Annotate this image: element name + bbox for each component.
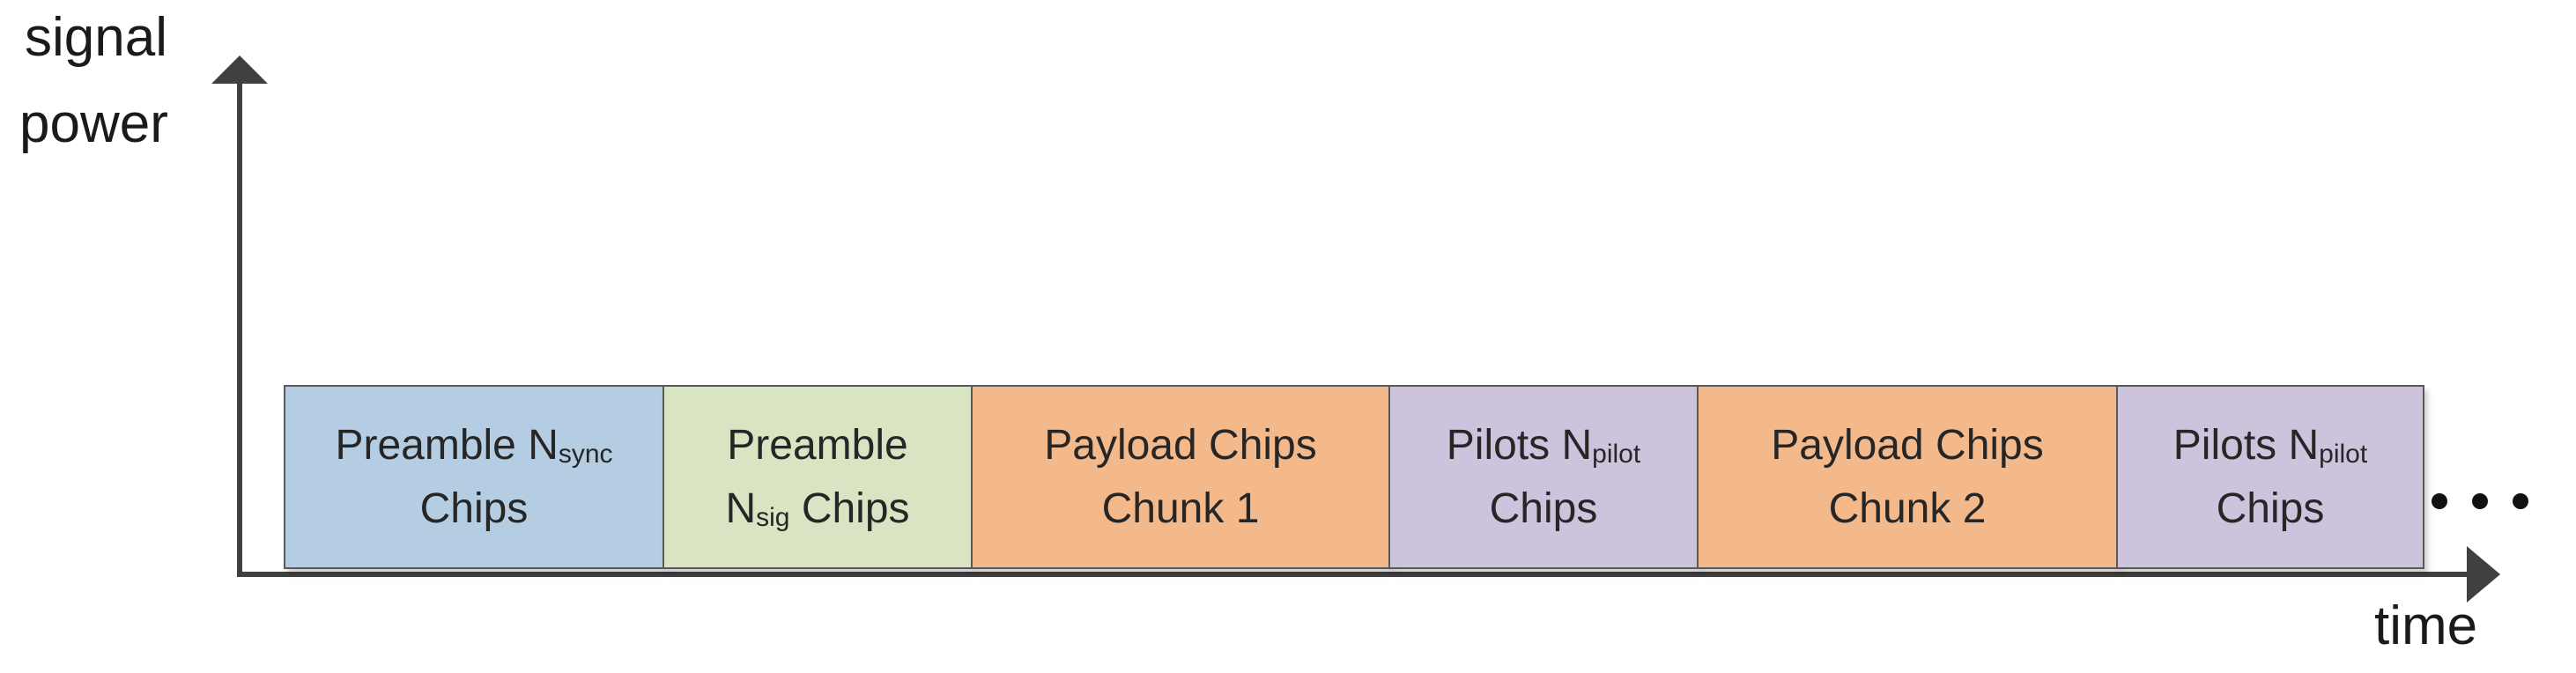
- block-payload-chunk-1: Payload Chips Chunk 1: [971, 385, 1390, 569]
- frame-structure: Preamble Nsync Chips Preamble Nsig Chips…: [284, 385, 2424, 569]
- block-line-1: Preamble Nsync: [335, 421, 613, 469]
- y-axis-arrowhead: [211, 55, 268, 84]
- block-line-2: Chunk 1: [1101, 484, 1260, 532]
- block-pilots-2: Pilots Npilot Chips: [2116, 385, 2424, 569]
- block-pilots-1: Pilots Npilot Chips: [1388, 385, 1699, 569]
- x-axis-arrowhead: [2467, 546, 2500, 603]
- block-line-1: Pilots Npilot: [2173, 421, 2368, 469]
- block-line-2: Chunk 2: [1828, 484, 1987, 532]
- block-preamble-sync: Preamble Nsync Chips: [284, 385, 664, 569]
- y-axis-label-line1: signal: [25, 7, 167, 68]
- block-line-2: Nsig Chips: [725, 484, 910, 532]
- ellipsis-dot: [2513, 493, 2528, 509]
- block-line-2: Chips: [1489, 484, 1598, 532]
- continuation-ellipsis: [2432, 493, 2528, 509]
- ellipsis-dot: [2432, 493, 2447, 509]
- block-payload-chunk-2: Payload Chips Chunk 2: [1697, 385, 2118, 569]
- y-axis-label-line2: power: [19, 93, 168, 154]
- block-preamble-sig: Preamble Nsig Chips: [663, 385, 973, 569]
- block-line-1: Payload Chips: [1771, 421, 2044, 469]
- x-axis-label: time: [2374, 595, 2478, 656]
- block-line-1: Preamble: [727, 421, 908, 469]
- block-line-2: Chips: [2216, 484, 2325, 532]
- block-line-1: Payload Chips: [1044, 421, 1317, 469]
- ellipsis-dot: [2472, 493, 2488, 509]
- block-line-1: Pilots Npilot: [1446, 421, 1641, 469]
- block-line-2: Chips: [419, 484, 529, 532]
